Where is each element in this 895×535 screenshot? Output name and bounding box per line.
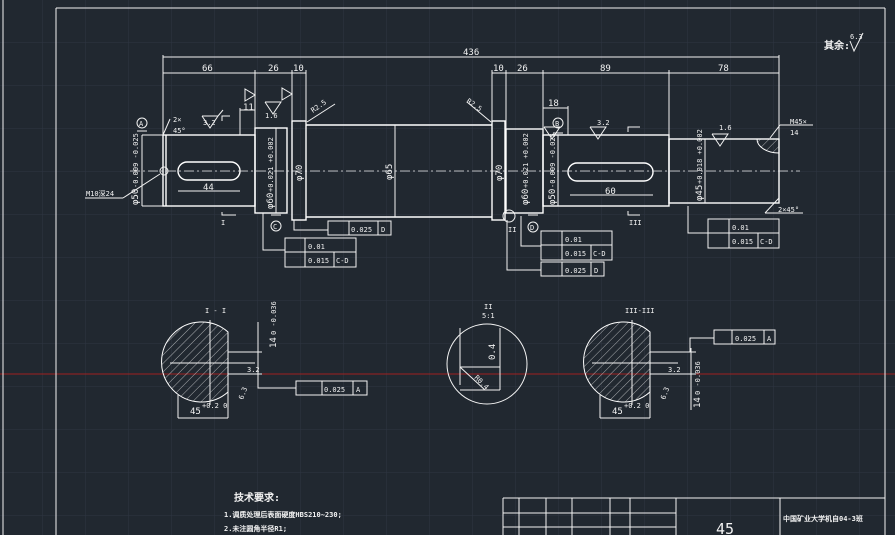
dim-10-left: 10: [293, 64, 304, 74]
section-i-depth: 14: [269, 337, 279, 348]
section-iii-width-tol: +0.2 0: [624, 402, 649, 410]
section-i: I - I 45 +0.2 0 14 0 -0.036 0.025 A 3.2 …: [161, 301, 368, 419]
detail-ii-scale: 5:1: [482, 312, 495, 320]
other-surfaces-label: 其余:: [824, 39, 850, 52]
dim-44: 44: [203, 183, 214, 193]
section-i-width-tol: +0.2 0: [202, 402, 227, 410]
roughness-3.2-left: 3.2: [203, 119, 216, 127]
tech-line-2: 2.未注圆角半径R1;: [224, 524, 287, 533]
dia-60-left-tol: +0.021 +0.002: [267, 137, 275, 192]
thread-hole-label: M10深24: [86, 189, 114, 198]
datum-b: B: [555, 120, 559, 128]
section-i-width: 45: [190, 407, 201, 417]
section-iii-sym-value: 0.025: [735, 335, 756, 343]
section-iii: III-III 45 +0.2 0 14 0 -0.036 0.025 A 3.…: [583, 307, 776, 419]
dim-26-left: 26: [268, 64, 279, 74]
section-iii-sym-datum: A: [767, 335, 772, 343]
chamfer-left-2: 45°: [173, 127, 186, 135]
perp-value-left: 0.025: [351, 226, 372, 234]
thread-right-1: M45×: [790, 118, 807, 126]
datum-c: C: [273, 223, 277, 231]
section-iii-depth: 14: [693, 397, 703, 408]
perp-datum-left: D: [381, 226, 385, 234]
runout-datum-right: C-D: [760, 238, 773, 246]
roughness-symbol-icon: [849, 32, 864, 53]
section-iii-roughness: 3.2: [668, 366, 681, 374]
dim-26-right: 26: [517, 64, 528, 74]
thread-section-hatch: [756, 138, 780, 154]
dia-50-left-tol: -0.009 -0.025: [132, 133, 140, 188]
section-i-roughness-6.3: 6.3: [237, 386, 249, 401]
runout-value-right: 0.015: [732, 238, 753, 246]
dim-89: 89: [600, 64, 611, 74]
dim-18: 18: [548, 99, 559, 109]
dia-60-right: φ60: [521, 189, 531, 205]
section-iii-title: III-III: [625, 307, 655, 315]
other-roughness-value: 6.3: [850, 33, 863, 41]
section-i-roughness: 3.2: [247, 366, 260, 374]
section-arrows: [221, 115, 640, 216]
dia-70-right: φ70: [495, 165, 505, 181]
runout-value-left: 0.015: [308, 257, 329, 265]
perp-datum-mid: D: [594, 267, 598, 275]
detail-ii-circle: [502, 209, 516, 223]
diameter-labels: φ50 -0.009 -0.025 φ60 +0.021 +0.002 φ70 …: [131, 129, 705, 209]
detail-ii-title: II: [484, 303, 492, 311]
runout-datum-left: C-D: [336, 257, 349, 265]
section-mark-i: I: [221, 219, 225, 227]
tolerance-frames: [262, 206, 780, 277]
school-class-label: 中国矿业大学机自04-3班: [783, 514, 863, 523]
section-iii-roughness-6.3: 6.3: [659, 386, 671, 401]
perp-value-mid: 0.025: [565, 267, 586, 275]
cyl-value-right: 0.01: [732, 224, 749, 232]
tech-line-1: 1.调质处理后表面硬度HBS210~230;: [224, 510, 342, 519]
section-i-depth-tol: 0 -0.036: [270, 301, 278, 335]
section-mark-ii: II: [508, 226, 516, 234]
material-label: 45: [716, 520, 734, 535]
dia-70-left: φ70: [295, 165, 305, 181]
section-iii-width: 45: [612, 407, 623, 417]
chamfer-left-1: 2×: [173, 116, 181, 124]
dim-11: 11: [243, 103, 254, 113]
dia-50-right-tol: -0.009 -0.025: [549, 133, 557, 188]
dia-60-left: φ60: [266, 193, 276, 209]
dia-65: φ65: [385, 164, 395, 180]
dim-10-right: 10: [493, 64, 504, 74]
dia-45: φ45: [695, 185, 705, 201]
dia-50-left: φ50: [131, 189, 141, 205]
roughness-1.6-left: 1.6: [265, 112, 278, 120]
runout-value-mid: 0.015: [565, 250, 586, 258]
thread-right-2: 14: [790, 129, 798, 137]
dia-45-tol: +0.018 +0.002: [696, 129, 704, 184]
datum-a: A: [139, 120, 144, 128]
title-block: [502, 497, 885, 535]
chamfer-right: 2×45°: [778, 206, 799, 214]
cyl-value-mid: 0.01: [565, 236, 582, 244]
roughness-3.2-right: 3.2: [597, 119, 610, 127]
center-hole-icon: [159, 166, 169, 176]
section-mark-iii: III: [629, 219, 642, 227]
dim-78: 78: [718, 64, 729, 74]
datum-d: D: [530, 224, 534, 232]
roughness-1.6-right: 1.6: [719, 124, 732, 132]
section-i-sym-value: 0.025: [324, 386, 345, 394]
section-i-sym-datum: A: [356, 386, 361, 394]
roughness-symbols: [201, 87, 729, 147]
dim-60: 60: [605, 187, 616, 197]
cyl-value-left: 0.01: [308, 243, 325, 251]
runout-datum-mid: C-D: [593, 250, 606, 258]
dim-total: 436: [463, 48, 479, 58]
section-i-title: I - I: [205, 307, 226, 315]
dia-50-right: φ50: [548, 189, 558, 205]
section-iii-depth-tol: 0 -0.036: [694, 361, 702, 395]
detail-ii-dim: 0.4: [488, 344, 498, 360]
dia-60-right-tol: +0.021 +0.002: [522, 133, 530, 188]
datum-markers: [136, 117, 564, 233]
dim-66: 66: [202, 64, 213, 74]
tech-heading: 技术要求:: [234, 491, 280, 504]
dimension-lines: [85, 55, 813, 217]
